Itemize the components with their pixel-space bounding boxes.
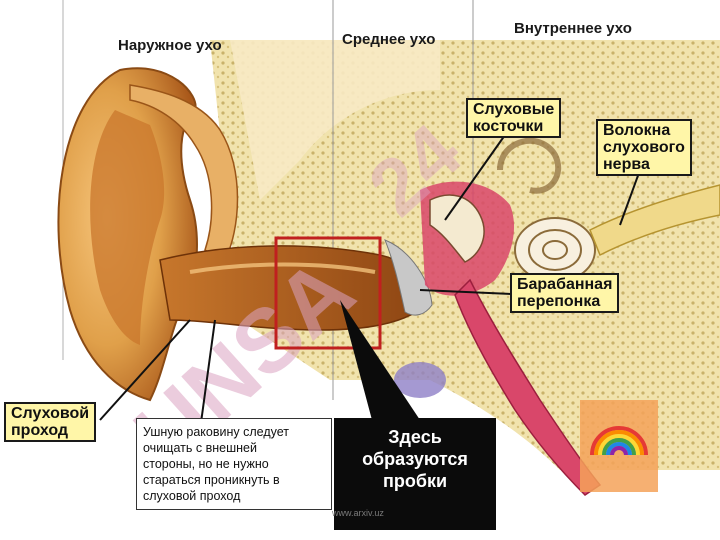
- callout-line-3: пробки: [382, 471, 448, 491]
- care-note-line-1: Ушную раковину следует: [143, 425, 290, 439]
- section-title-middle: Среднее ухо: [342, 31, 436, 48]
- pointer-canal: [99, 319, 191, 421]
- watermark-url: www.arxiv.uz: [332, 508, 384, 518]
- semicircular-canals: [497, 137, 562, 194]
- label-canal-line-1: Слуховой: [11, 405, 90, 422]
- care-note-line-3: стороны, но не нужно: [143, 457, 269, 471]
- pointer-eardrum: [419, 289, 513, 295]
- cochlea-inner-1: [528, 229, 582, 271]
- eustachian-tube: [454, 278, 602, 496]
- cochlea-inner-2: [542, 240, 568, 260]
- care-note-line-2: очищать с внешней: [143, 441, 257, 455]
- eardrum-membrane: [384, 239, 433, 316]
- callout-line-2: образуются: [362, 449, 468, 469]
- callout-line-1: Здесь: [388, 427, 442, 447]
- ossicles-shape: [429, 194, 485, 263]
- care-note-line-4: стараться проникнуть в: [143, 473, 280, 487]
- section-title-outer: Наружное ухо: [118, 37, 222, 54]
- blockage-highlight-box: [274, 236, 382, 350]
- label-eardrum: Барабанная перепонка: [510, 273, 620, 313]
- label-eardrum-line-1: Барабанная: [517, 276, 613, 293]
- label-nerve-line-1: Волокна: [603, 122, 671, 139]
- label-ossicles-line-2: косточки: [473, 118, 544, 135]
- label-eardrum-line-2: перепонка: [517, 293, 601, 310]
- label-ossicles-line-1: Слуховые: [473, 101, 555, 118]
- care-note: Ушную раковину следует очищать с внешней…: [136, 418, 332, 510]
- nasal-cavity-blob: [394, 362, 446, 398]
- pointer-nerve: [619, 169, 641, 226]
- ear-canal-highlight: [189, 262, 376, 274]
- pointer-note: [199, 319, 216, 431]
- rainbow-logo-icon: [580, 400, 658, 492]
- pointer-callout: [340, 300, 420, 420]
- blockage-callout: Здесь образуются пробки: [334, 418, 496, 530]
- outer-ear-fold: [90, 110, 165, 345]
- label-nerve-line-3: нерва: [603, 156, 650, 173]
- label-nerve-line-2: слухового: [603, 139, 685, 156]
- section-title-inner: Внутреннее ухо: [514, 20, 632, 37]
- label-canal: Слуховой проход: [4, 402, 97, 442]
- label-canal-line-2: проход: [11, 422, 69, 439]
- skin-upper-region: [230, 40, 440, 200]
- care-note-line-5: слуховой проход: [143, 489, 241, 503]
- pointer-ossicles: [444, 134, 506, 221]
- label-ossicles: Слуховые косточки: [466, 98, 562, 138]
- label-nerve: Волокна слухового нерва: [596, 119, 692, 176]
